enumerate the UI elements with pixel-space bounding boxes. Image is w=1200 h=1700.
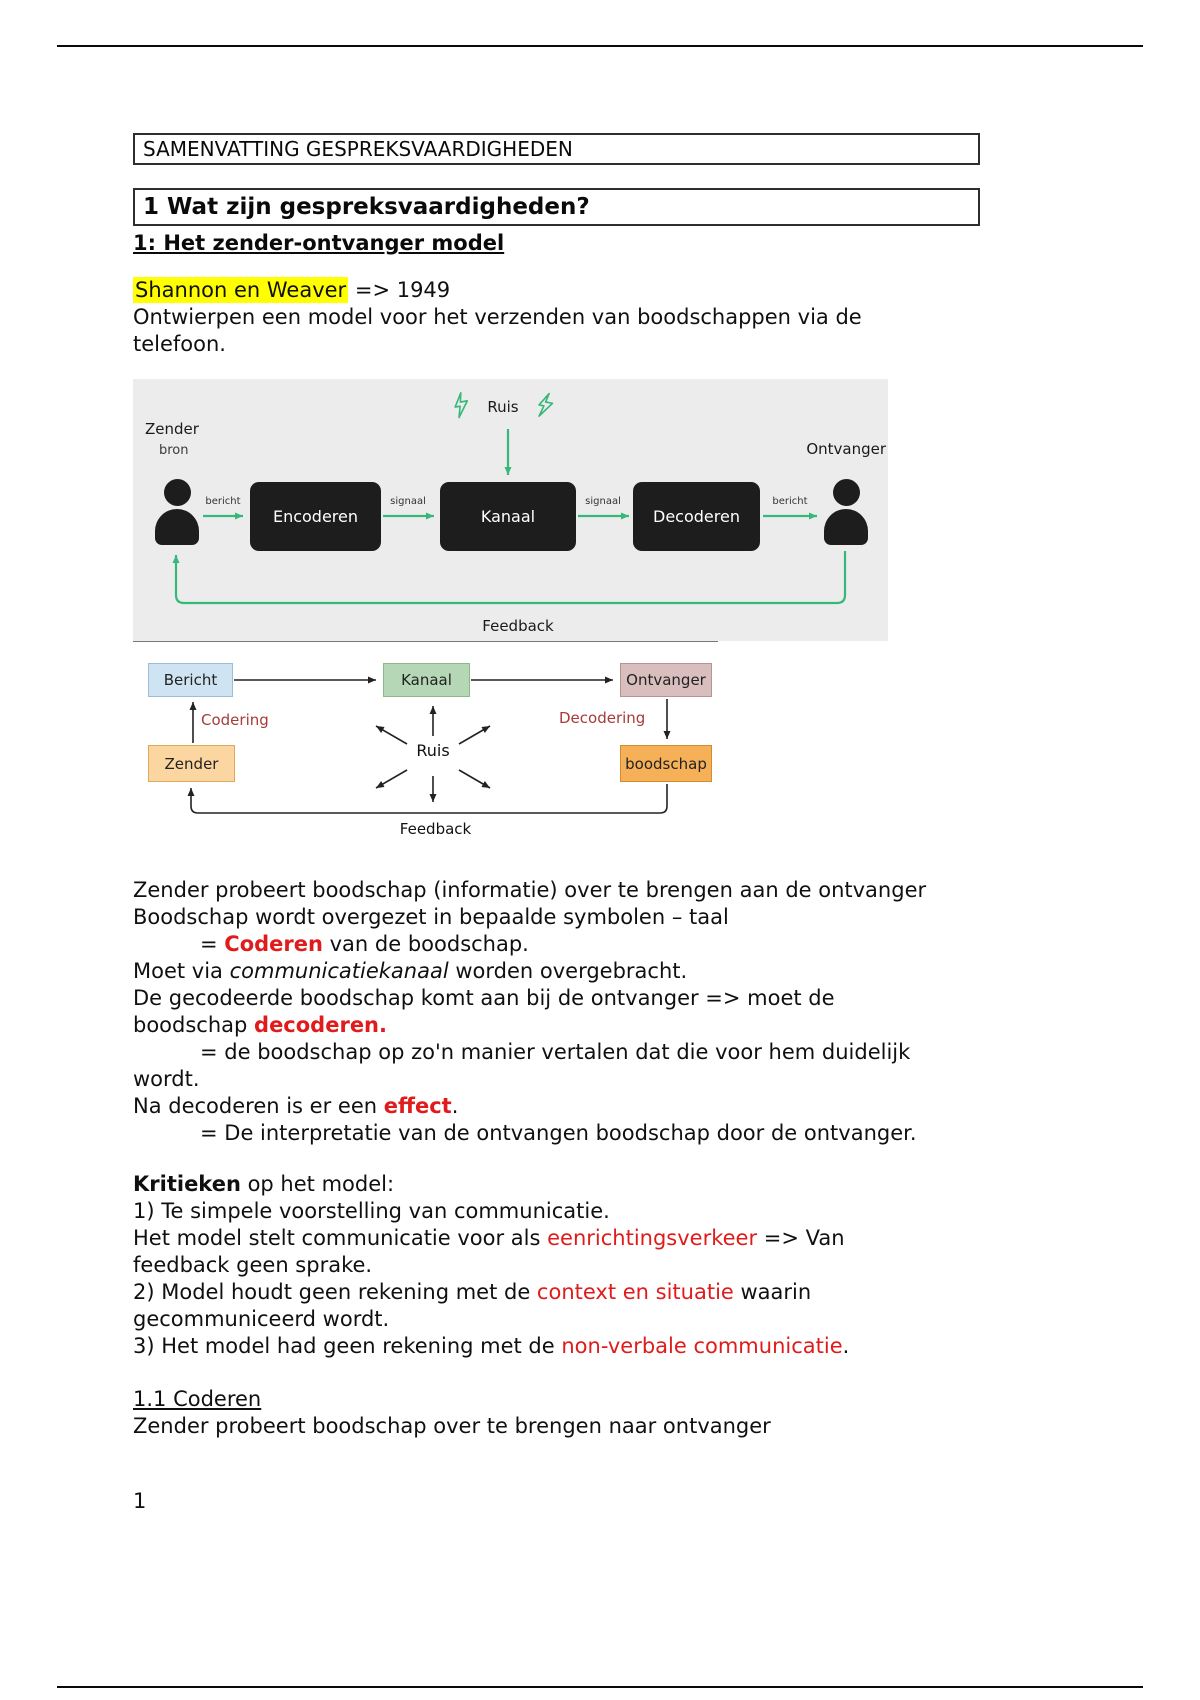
text-segment: 2) Model houdt geen rekening met de: [133, 1280, 537, 1304]
text-segment: =: [200, 932, 225, 956]
red-term: eenrichtingsverkeer: [547, 1226, 758, 1250]
person-head: [832, 479, 860, 506]
codering-label: Codering: [201, 711, 269, 729]
feedback-loop-line: [172, 551, 847, 605]
ruis-arrow-downleft: [375, 769, 408, 789]
text-line: Moet via communicatiekanaal worden overg…: [133, 958, 980, 985]
text-line: = Coderen van de boodschap.: [133, 931, 980, 958]
text-line: 2) Model houdt geen rekening met de cont…: [133, 1279, 980, 1306]
bron-label: bron: [159, 443, 189, 458]
text-segment: Het model stelt communicatie voor als: [133, 1226, 548, 1250]
diagram2-arrows: [187, 676, 671, 814]
red-term: effect: [383, 1094, 452, 1118]
text-line: telefoon.: [133, 332, 226, 356]
subsection-heading-text: 1.1 Coderen: [133, 1387, 262, 1411]
bold-term: Kritieken: [133, 1172, 241, 1196]
text-line: Zender probeert boodschap (informatie) o…: [133, 878, 927, 902]
bottom-rule: [57, 1686, 1143, 1688]
feedback-label: Feedback: [482, 617, 554, 635]
red-term: context en situatie: [536, 1280, 734, 1304]
text-segment: Moet via: [133, 959, 230, 983]
lightning-icon: [538, 392, 554, 417]
chapter-heading-box: 1 Wat zijn gespreksvaardigheden?: [133, 188, 980, 226]
red-term: decoderen.: [254, 1013, 387, 1037]
ruis-arrow-upright: [458, 725, 491, 745]
intro-paragraph: Shannon en Weaver => 1949 Ontwierpen een…: [133, 277, 980, 358]
text-segment: waarin: [733, 1280, 812, 1304]
document-title-box: SAMENVATTING GESPREKSVAARDIGHEDEN: [133, 133, 980, 165]
subsection-heading: 1.1 Coderen: [133, 1386, 980, 1413]
text-line: Shannon en Weaver => 1949: [133, 277, 980, 304]
chapter-heading: 1 Wat zijn gespreksvaardigheden?: [143, 194, 590, 220]
bericht-box: Bericht: [148, 663, 233, 697]
lightning-icon: [454, 392, 469, 419]
text-line: Ontwierpen een model voor het verzenden …: [133, 305, 862, 329]
text-line: 1) Te simpele voorstelling van communica…: [133, 1199, 610, 1223]
diagram1-arrows: [172, 429, 847, 605]
document-title: SAMENVATTING GESPREKSVAARDIGHEDEN: [143, 137, 573, 161]
text-line: Boodschap wordt overgezet in bepaalde sy…: [133, 905, 729, 929]
signaal-label: signaal: [390, 496, 426, 507]
page-number: 1: [133, 1489, 147, 1513]
red-term: Coderen: [224, 932, 323, 956]
text-line: 3) Het model had geen rekening met de no…: [133, 1333, 980, 1360]
text-segment: van de boodschap.: [322, 932, 529, 956]
text-segment: .: [842, 1334, 850, 1358]
text-line: Zender probeert boodschap over te brenge…: [133, 1414, 771, 1438]
text-line: Kritieken op het model:: [133, 1171, 980, 1198]
ontvanger-box: Ontvanger: [620, 663, 712, 697]
critique-paragraphs: Kritieken op het model: 1) Te simpele vo…: [133, 1171, 980, 1360]
italic-term: communicatiekanaal: [229, 959, 449, 983]
person-body: [155, 509, 199, 545]
highlighted-term: Shannon en Weaver: [133, 277, 349, 303]
ruis-label: Ruis: [487, 398, 519, 416]
decodering-label: Decodering: [559, 709, 646, 727]
zender-box: Zender: [148, 745, 235, 782]
kanaal-box: Kanaal: [383, 663, 470, 697]
text-line: boodschap decoderen.: [133, 1012, 980, 1039]
signaal-label: signaal: [585, 496, 621, 507]
text-line: = de boodschap op zo'n manier vertalen d…: [200, 1040, 911, 1064]
ontvanger-label: Ontvanger: [806, 440, 886, 458]
person-head: [163, 479, 191, 506]
text-segment: op het model:: [240, 1172, 395, 1196]
text-line: = De interpretatie van de ontvangen bood…: [200, 1121, 917, 1145]
text-line: De gecodeerde boodschap komt aan bij de …: [133, 986, 835, 1010]
red-term: non-verbale communicatie: [561, 1334, 843, 1358]
content-area: SAMENVATTING GESPREKSVAARDIGHEDEN 1 Wat …: [133, 133, 980, 1515]
zender-label: Zender: [145, 420, 199, 438]
ruis-arrow-upleft: [375, 725, 408, 745]
text-segment: worden overgebracht.: [448, 959, 688, 983]
text-segment: .: [451, 1094, 459, 1118]
kanaal-box: Kanaal: [440, 482, 576, 551]
text-line: Het model stelt communicatie voor als ee…: [133, 1225, 980, 1252]
receiver-person-icon: [823, 479, 869, 545]
text-line: gecommuniceerd wordt.: [133, 1307, 390, 1331]
subsection-coderen: 1.1 Coderen Zender probeert boodschap ov…: [133, 1386, 980, 1440]
bericht-label: bericht: [205, 496, 241, 507]
person-body: [824, 509, 868, 545]
bericht-label: bericht: [772, 496, 808, 507]
text-segment: Na decoderen is er een: [133, 1094, 384, 1118]
sender-person-icon: [154, 479, 200, 545]
text-line: feedback geen sprake.: [133, 1253, 373, 1277]
text-segment: 3) Het model had geen rekening met de: [133, 1334, 562, 1358]
ruis-arrow-downright: [458, 769, 491, 789]
communication-model-diagram: Bericht Kanaal Ontvanger Zender boodscha…: [133, 641, 718, 851]
feedback-loop-line: [187, 784, 668, 814]
text-segment: => Van: [757, 1226, 845, 1250]
top-rule: [57, 45, 1143, 47]
shannon-weaver-diagram: Ruis Zender bron Ontvanger Feedback beri…: [133, 379, 888, 641]
text-line: wordt.: [133, 1067, 200, 1091]
encoderen-box: Encoderen: [250, 482, 381, 551]
text-segment: boodschap: [133, 1013, 255, 1037]
decoderen-box: Decoderen: [633, 482, 760, 551]
feedback-label: Feedback: [399, 820, 472, 838]
body-paragraphs: Zender probeert boodschap (informatie) o…: [133, 877, 980, 1147]
text-segment: => 1949: [348, 278, 451, 302]
ruis-label: Ruis: [416, 741, 450, 760]
text-line: Na decoderen is er een effect.: [133, 1093, 980, 1120]
section-heading: 1: Het zender-ontvanger model: [133, 231, 505, 255]
boodschap-box: boodschap: [620, 745, 712, 782]
